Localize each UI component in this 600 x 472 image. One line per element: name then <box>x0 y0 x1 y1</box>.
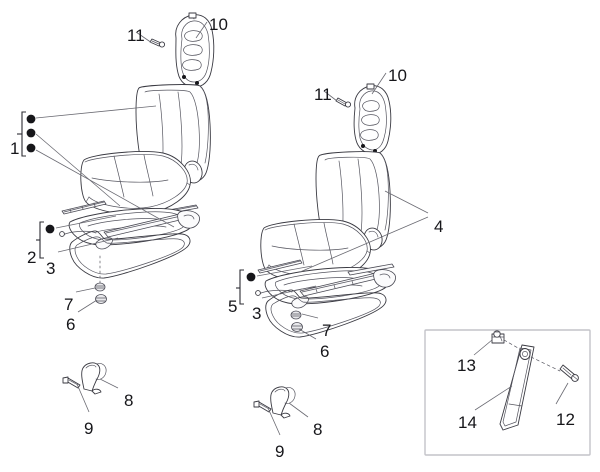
seat-cushion-left <box>80 151 191 215</box>
callout-label-release-handle-8: 8 <box>124 391 134 410</box>
callout-label-screw-11: 11 <box>314 85 332 104</box>
callout-label-headrest-10: 10 <box>388 66 407 85</box>
callout-label-seat-frame-3: 3 <box>252 304 262 323</box>
callout-label-bolt-9: 9 <box>275 442 285 461</box>
release-handle-left <box>81 362 107 395</box>
callout-label-nut-6: 6 <box>320 342 330 361</box>
bullet-marker <box>246 272 256 282</box>
callout-leaders <box>17 21 569 436</box>
callout-label-washer-7: 7 <box>64 295 74 314</box>
screw-right-headrest <box>335 97 352 108</box>
callout-label-trim-cover-14: 14 <box>458 413 477 432</box>
bullet-marker <box>45 224 55 234</box>
callout-label-seat-base-pan-2: 2 <box>27 248 37 267</box>
clip-nut-part <box>491 330 505 344</box>
right-seat-assembly <box>253 83 396 419</box>
callout-label-washer-7: 7 <box>322 321 332 340</box>
callout-label-seat-frame-3: 3 <box>46 259 56 278</box>
fasteners-left <box>94 255 107 304</box>
inset-panel-group <box>424 329 591 456</box>
callout-label-bolt-9: 9 <box>84 419 94 438</box>
callout-label-seat-base-pan-5: 5 <box>228 297 238 316</box>
callout-label-headrest-10: 10 <box>209 15 228 34</box>
bolt-left <box>62 376 81 389</box>
callout-label-seat-slide-rails-1: 1 <box>10 139 20 158</box>
screw-left-headrest <box>149 38 166 48</box>
callout-label-screw-11: 11 <box>127 26 145 45</box>
callout-label-seat-complete-4: 4 <box>434 217 444 236</box>
trim-cover-part <box>499 344 535 431</box>
callout-label-screw-12: 12 <box>556 410 575 429</box>
headrest-right <box>353 83 392 155</box>
bullet-marker <box>26 143 36 153</box>
screw-inset-part <box>559 364 579 382</box>
bullet-marker <box>26 128 36 138</box>
callout-label-release-handle-8: 8 <box>313 420 323 439</box>
callout-label-clip-nut-13: 13 <box>457 356 476 375</box>
bullet-marker <box>26 114 36 124</box>
left-seat-assembly <box>59 12 215 395</box>
bolt-right <box>253 400 272 413</box>
seat-base-frame-left <box>59 208 200 279</box>
release-handle-right <box>270 386 296 419</box>
callout-label-nut-6: 6 <box>66 315 76 334</box>
headrest-left <box>175 12 215 88</box>
